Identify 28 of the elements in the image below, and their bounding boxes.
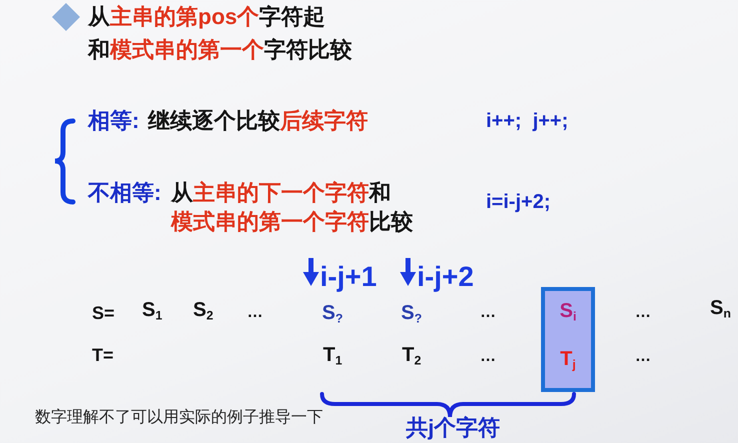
ellipsis: … xyxy=(480,347,496,367)
ellipsis: … xyxy=(635,303,651,323)
character-label: S$_{2}$ xyxy=(193,299,214,321)
string-label: S= xyxy=(92,302,115,324)
character-label: S$_{1}$ xyxy=(142,299,162,321)
character-label: S$_{?}$ xyxy=(322,302,343,324)
character-label: S$_{i}$ xyxy=(560,299,576,323)
ellipsis: … xyxy=(247,303,263,323)
case-text: 继续逐个比较后续字符 xyxy=(148,107,368,135)
character-label: T$_{j}$ xyxy=(560,347,576,371)
highlight-box xyxy=(541,287,595,392)
case-text: 从主串的下一个字符和模式串的第一个字符比较 xyxy=(171,179,414,236)
character-label: S$_{?}$ xyxy=(401,302,422,324)
character-label: S$_{n}$ xyxy=(710,297,731,319)
brace-label: 共j个字符 xyxy=(406,414,500,442)
ellipsis: … xyxy=(480,303,496,323)
index-label: i-j+1 xyxy=(320,262,377,292)
character-label: T$_{1}$ xyxy=(323,344,342,366)
code-text: i=i-j+2; xyxy=(486,190,550,215)
code-text: i++; j++; xyxy=(486,109,568,134)
ellipsis: … xyxy=(635,347,651,367)
string-label: T= xyxy=(92,344,114,366)
character-label: T$_{2}$ xyxy=(402,344,422,366)
bullet-text: 从主串的第pos个字符起和模式串的第一个字符比较 xyxy=(88,3,353,64)
index-label: i-j+2 xyxy=(417,262,474,292)
case-label: 相等: xyxy=(88,107,140,135)
subtitle-text: 数字理解不了可以用实际的例子推导一下 xyxy=(35,408,323,428)
case-label: 不相等: xyxy=(88,179,162,207)
